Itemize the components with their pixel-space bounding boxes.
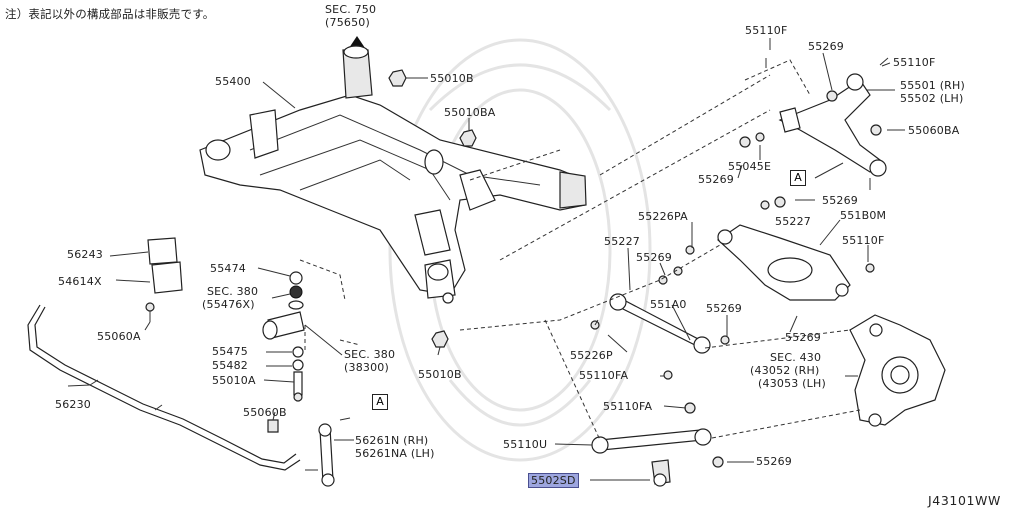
callout-55110F-top[interactable]: 55110F [745,24,788,37]
leader-lines [67,38,905,481]
callout-55269-e[interactable]: 55269 [785,331,821,344]
callout-55227-a[interactable]: 55227 [604,235,640,248]
callout-55110FA-b[interactable]: 55110FA [603,400,653,413]
link-551A0 [590,293,730,380]
callout-55226PA[interactable]: 55226PA [638,210,688,223]
callout-sec380-a[interactable]: SEC. 380 [207,285,259,298]
callout-55060BA[interactable]: 55060BA [908,124,960,137]
callout-55269-b[interactable]: 55269 [822,194,858,207]
marker-a-upper[interactable]: A [790,170,806,186]
callout-sec380-b-ref[interactable]: (38300) [344,361,389,374]
callout-56230[interactable]: 56230 [55,398,91,411]
callout-55400[interactable]: 55400 [215,75,251,88]
callout-55227-b[interactable]: 55227 [775,215,811,228]
stabilizer-bar-56230 [27,304,301,471]
callout-551B0M[interactable]: 551B0M [840,209,887,222]
callout-55269-f[interactable]: 55269 [756,455,792,468]
knuckle-43052 [849,314,946,427]
callout-sec380-a-ref[interactable]: (55476X) [202,298,255,311]
callout-55010BA[interactable]: 55010BA [444,106,496,119]
callout-55045E[interactable]: 55045E [728,160,772,173]
callout-55474[interactable]: 55474 [210,262,246,275]
upper-link-55501 [739,57,889,190]
callout-56261N[interactable]: 56261N (RH) [355,434,429,447]
callout-55226P[interactable]: 55226P [570,349,613,362]
callout-sec750[interactable]: SEC. 750 [325,3,377,16]
diagram-code: J43101WW [928,493,1001,508]
callout-55110F-right[interactable]: 55110F [893,56,936,69]
fasteners-upper [388,69,477,348]
callout-sec430-lh[interactable]: (43053 (LH) [758,377,826,390]
footnote: 注）表記以外の構成部品は非販売です。 [5,7,215,21]
callout-55010A[interactable]: 55010A [212,374,256,387]
callout-55269-d[interactable]: 55269 [706,302,742,315]
callout-551A0[interactable]: 551A0 [650,298,687,311]
callout-55010B-top[interactable]: 55010B [430,72,474,85]
callout-56261NA[interactable]: 56261NA (LH) [355,447,435,460]
callout-sec430[interactable]: SEC. 430 [770,351,822,364]
callout-55010B-mid[interactable]: 55010B [418,368,462,381]
callout-5502SD-highlighted[interactable]: 5502SD [528,473,579,488]
callout-55502[interactable]: 55502 (LH) [900,92,964,105]
callout-55475[interactable]: 55475 [212,345,248,358]
marker-a-lower[interactable]: A [372,394,388,410]
callout-sec750-ref[interactable]: (75650) [325,16,370,29]
callout-55269-top[interactable]: 55269 [808,40,844,53]
callout-55110FA-a[interactable]: 55110FA [579,369,629,382]
callout-55060B[interactable]: 55060B [243,406,287,419]
callout-56243[interactable]: 56243 [67,248,103,261]
callout-sec430-rh[interactable]: (43052 (RH) [750,364,820,377]
bushing-56243 [145,237,183,322]
callout-55501[interactable]: 55501 (RH) [900,79,965,92]
subframe-55400 [199,45,587,304]
callout-55110U[interactable]: 55110U [503,438,548,451]
lower-arm-551B0M [658,196,875,301]
callout-54614X[interactable]: 54614X [58,275,102,288]
callout-55482[interactable]: 55482 [212,359,248,372]
watermark-emblem [388,38,652,462]
reference-lines [299,59,861,441]
callout-55269-c[interactable]: 55269 [636,251,672,264]
callout-sec380-b[interactable]: SEC. 380 [344,348,396,361]
callout-55110F-r2[interactable]: 55110F [842,234,885,247]
stabilizer-link-56261N [267,417,351,487]
link-55110U [591,402,724,487]
callout-55060A[interactable]: 55060A [97,330,141,343]
parts-stack-55474 [262,271,305,402]
callout-55269-mid[interactable]: 55269 [698,173,734,186]
